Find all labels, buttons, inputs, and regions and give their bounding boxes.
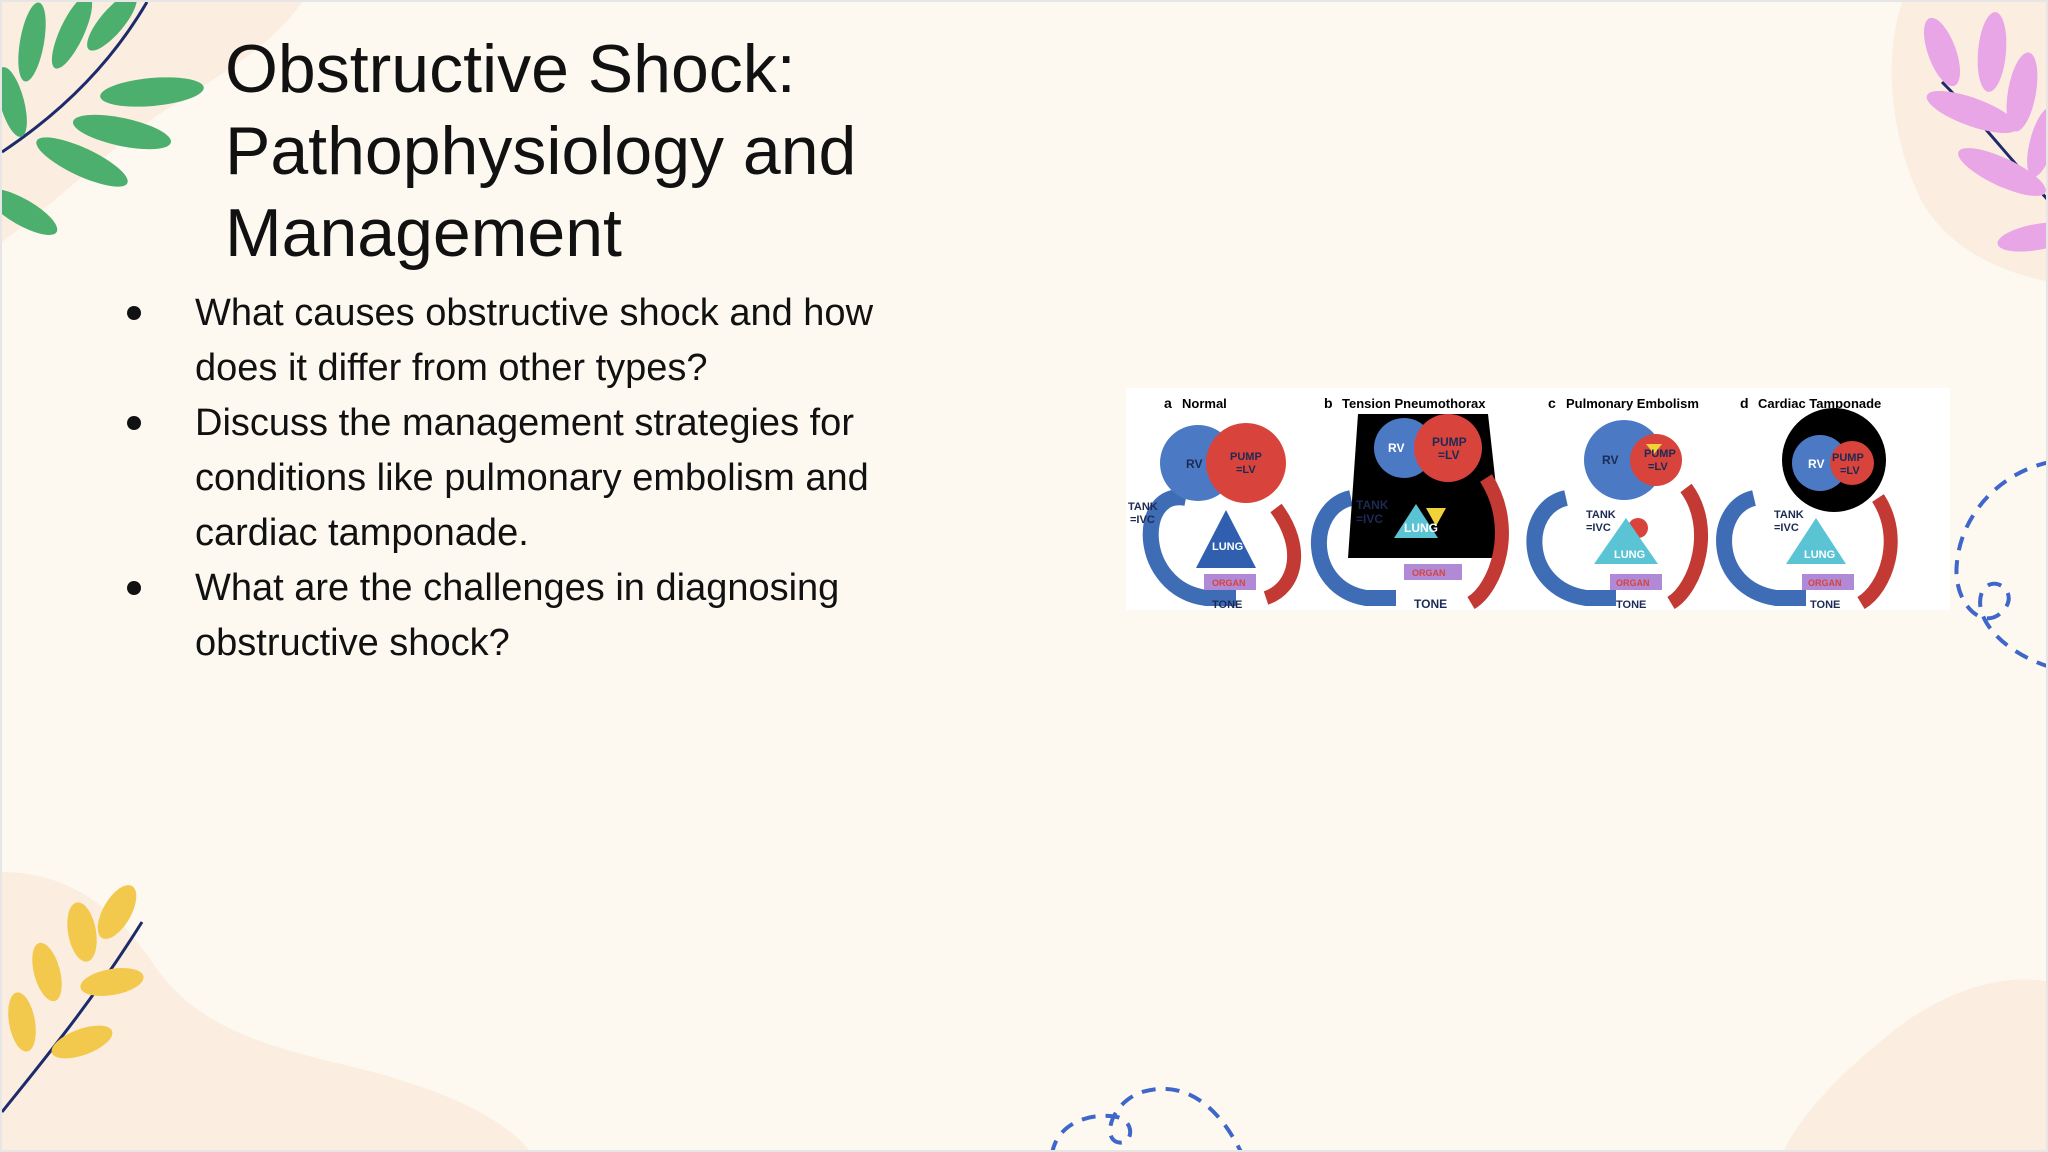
panel-letter: a [1164, 395, 1172, 411]
svg-text:=IVC: =IVC [1774, 522, 1799, 534]
top-left-leaves-decoration [2, 2, 302, 242]
panel-d-header: d Cardiac Tamponade [1740, 395, 1881, 411]
bullet-dot-icon [127, 416, 141, 430]
svg-text:PUMP: PUMP [1230, 451, 1262, 463]
list-item: What causes obstructive shock and how do… [122, 286, 942, 396]
panel-letter: c [1548, 395, 1556, 411]
panel-b-diagram: RV PUMP =LV TANK =IVC LUNG ORGAN TONE [1311, 414, 1509, 611]
svg-text:ORGAN: ORGAN [1808, 578, 1842, 588]
bullet-dot-icon [127, 306, 141, 320]
svg-text:RV: RV [1808, 457, 1824, 471]
svg-text:PUMP: PUMP [1644, 448, 1676, 460]
svg-text:PUMP: PUMP [1432, 435, 1467, 449]
svg-text:TANK: TANK [1586, 509, 1616, 521]
svg-text:TONE: TONE [1212, 599, 1242, 610]
panel-letter: b [1324, 395, 1333, 411]
panel-d-diagram: RV PUMP =LV TANK =IVC LUNG ORGAN TONE [1716, 408, 1898, 611]
panel-b-header: b Tension Pneumothorax [1324, 395, 1486, 411]
list-item: What are the challenges in diagnosing ob… [122, 561, 942, 671]
svg-text:TONE: TONE [1810, 599, 1840, 610]
shock-diagram-svg: a Normal b Tension Pneumothorax c Pulmon… [1128, 395, 1898, 611]
svg-text:=LV: =LV [1840, 465, 1860, 477]
svg-text:LUNG: LUNG [1212, 541, 1243, 553]
list-item: Discuss the management strategies for co… [122, 396, 942, 561]
panel-title: Normal [1182, 396, 1227, 411]
svg-text:RV: RV [1602, 453, 1618, 467]
svg-text:=LV: =LV [1438, 448, 1459, 462]
panel-title: Tension Pneumothorax [1342, 396, 1486, 411]
panel-letter: d [1740, 395, 1749, 411]
panel-a-diagram: RV PUMP =LV TANK =IVC LUNG ORGAN TONE [1128, 423, 1302, 611]
bullet-text: What are the challenges in diagnosing ob… [195, 567, 840, 664]
svg-text:TANK: TANK [1128, 501, 1158, 513]
svg-text:=LV: =LV [1236, 464, 1256, 476]
top-right-leaves-decoration [1891, 2, 2046, 282]
bottom-right-blob-decoration [1784, 979, 2046, 1150]
right-dashed-swirl-decoration [1954, 460, 2046, 668]
shock-diagram-figure: a Normal b Tension Pneumothorax c Pulmon… [1126, 388, 1950, 611]
svg-text:ORGAN: ORGAN [1212, 578, 1246, 588]
svg-text:=IVC: =IVC [1130, 514, 1155, 526]
panel-title: Pulmonary Embolism [1566, 396, 1699, 411]
svg-text:RV: RV [1388, 441, 1404, 455]
svg-text:=LV: =LV [1648, 461, 1668, 473]
svg-text:LUNG: LUNG [1614, 549, 1645, 561]
svg-text:LUNG: LUNG [1404, 521, 1438, 535]
panel-c-header: c Pulmonary Embolism [1548, 395, 1699, 411]
svg-text:ORGAN: ORGAN [1616, 578, 1650, 588]
panel-a-header: a Normal [1164, 395, 1227, 411]
slide-title: Obstructive Shock: Pathophysiology and M… [225, 31, 857, 271]
svg-text:ORGAN: ORGAN [1412, 568, 1446, 578]
svg-text:TONE: TONE [1414, 597, 1447, 610]
svg-text:LUNG: LUNG [1804, 549, 1835, 561]
svg-text:RV: RV [1186, 457, 1202, 471]
svg-text:=IVC: =IVC [1586, 522, 1611, 534]
svg-text:TONE: TONE [1616, 599, 1646, 610]
svg-text:TANK: TANK [1774, 509, 1804, 521]
svg-text:PUMP: PUMP [1832, 452, 1864, 464]
bullet-list: What causes obstructive shock and how do… [122, 286, 942, 671]
bullet-text: Discuss the management strategies for co… [195, 402, 869, 554]
bottom-dashed-swirl-decoration [1050, 1086, 1243, 1150]
bottom-left-leaves-decoration [2, 872, 529, 1150]
svg-text:TANK: TANK [1356, 498, 1389, 512]
panel-c-diagram: RV PUMP =LV TANK =IVC LUNG ORGAN TONE [1526, 420, 1708, 611]
svg-text:=IVC: =IVC [1356, 512, 1383, 526]
panel-title: Cardiac Tamponade [1758, 396, 1881, 411]
bullet-dot-icon [127, 581, 141, 595]
bullet-text: What causes obstructive shock and how do… [195, 292, 874, 389]
